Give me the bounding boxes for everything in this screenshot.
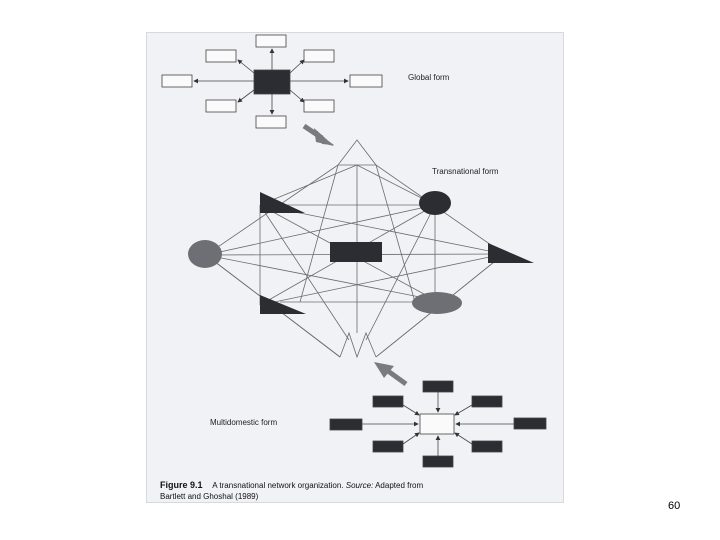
global-subsidiary-node <box>349 74 383 88</box>
multidomestic-subsidiary-node <box>329 418 363 431</box>
global-subsidiary-node <box>205 49 237 63</box>
multidomestic-center-node <box>419 413 455 435</box>
multidomestic-form-diagram <box>329 380 547 468</box>
multidomestic-form-label: Multidomestic form <box>210 418 278 427</box>
node-triangle-right <box>488 243 534 263</box>
multidomestic-subsidiary-node <box>372 395 404 408</box>
multidomestic-subsidiary-node <box>422 455 454 468</box>
page-number: 60 <box>668 500 681 512</box>
global-subsidiary-node <box>205 99 237 113</box>
global-subsidiary-node <box>161 74 193 88</box>
caption-source-line: Bartlett and Ghoshal (1989) <box>160 492 259 501</box>
transnational-form-label: Transnational form <box>432 167 499 176</box>
transition-arrow-down <box>302 123 334 146</box>
global-subsidiary-node <box>303 99 335 113</box>
multidomestic-subsidiary-node <box>422 380 454 393</box>
caption-text: A transnational network organization. <box>212 481 344 490</box>
global-form-label: Global form <box>408 73 450 82</box>
multidomestic-subsidiary-node <box>513 417 547 430</box>
global-subsidiary-node <box>303 49 335 63</box>
node-triangle-bottom-left <box>260 295 306 314</box>
global-subsidiary-node <box>255 34 287 48</box>
figure-number: Figure 9.1 <box>160 480 203 490</box>
multidomestic-subsidiary-node <box>471 440 503 453</box>
multidomestic-subsidiary-node <box>471 395 503 408</box>
global-subsidiary-node <box>255 115 287 129</box>
node-center-rect <box>330 242 382 262</box>
transition-arrow-up <box>374 362 408 387</box>
node-circle-left <box>188 240 222 268</box>
node-circle-top-right <box>419 191 451 215</box>
global-center-node <box>253 69 291 95</box>
figure-caption: Figure 9.1 A transnational network organ… <box>160 480 560 502</box>
caption-source-text: Adapted from <box>375 481 424 490</box>
caption-source-label: Source: <box>345 481 374 490</box>
node-triangle-top-left <box>260 192 305 213</box>
global-form-diagram <box>161 34 383 129</box>
node-ellipse-bottom-right <box>412 292 462 314</box>
multidomestic-subsidiary-node <box>372 440 404 453</box>
